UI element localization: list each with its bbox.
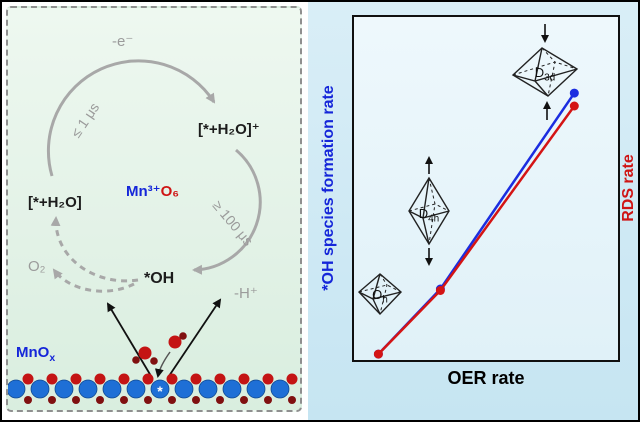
minus-proton-label: -H⁺ — [234, 285, 258, 302]
o6-label: O₆ — [160, 183, 180, 200]
hydroxyl-molecule-icon — [168, 332, 187, 349]
series-line — [377, 105, 576, 355]
minus-electron-label: -e⁻ — [112, 33, 134, 50]
arc-deprotonation — [192, 148, 262, 275]
mnox-label: MnOx — [16, 344, 56, 364]
chart-plot-svg — [357, 24, 579, 359]
data-point — [373, 349, 383, 359]
y-axis-label-right: RDS rate — [620, 154, 637, 222]
mechanism-art: * — [8, 59, 298, 404]
data-point — [569, 101, 579, 111]
d3d-symmetry-label: D3d — [534, 65, 556, 84]
data-point — [569, 88, 579, 98]
plot-box: Oh D4h D3d — [352, 15, 620, 362]
oh-species-label: *OH — [144, 270, 175, 287]
arc-o2-release-dashed — [52, 268, 135, 293]
catalyst-surface: * — [8, 373, 298, 404]
intermediate-label: [*+H₂O] — [28, 194, 82, 211]
water-molecule-icon — [132, 346, 158, 365]
arc-regeneration-dashed — [50, 216, 139, 283]
o2-label: O₂ — [28, 258, 46, 275]
adsorption-arrow-icon — [154, 351, 171, 378]
x-axis-label: OER rate — [447, 368, 525, 388]
intermediate-cation-label: [*+H₂O]⁺ — [198, 121, 260, 138]
series-line — [377, 92, 576, 355]
cycle-arrows-icon — [46, 59, 262, 293]
right-panel-chart: *OH species formation rate RDS rate — [308, 2, 638, 420]
data-point — [435, 286, 445, 295]
mn3-label: Mn³⁺ — [126, 183, 161, 200]
d4h-symmetry-label: D4h — [418, 206, 440, 225]
y-axis-label-left: *OH species formation rate — [320, 85, 337, 291]
mn-o6-center-label: Mn³⁺O₆ — [126, 182, 179, 200]
chart-lines — [373, 88, 579, 359]
active-site-star: * — [157, 383, 163, 399]
octahedron-oh-icon — [357, 273, 403, 316]
desorption-arrows-icon — [106, 298, 222, 377]
oh-symmetry-label: Oh — [372, 287, 388, 306]
arc-oxidation — [46, 59, 216, 177]
octahedron-d4h-icon — [408, 156, 450, 266]
octahedron-d3d-icon — [511, 24, 579, 120]
left-panel-mechanism: * -e⁻ ≤ 1 μs [*+H₂O]⁺ Mn³⁺O₆ ≥ 100 μs [*… — [6, 6, 302, 412]
